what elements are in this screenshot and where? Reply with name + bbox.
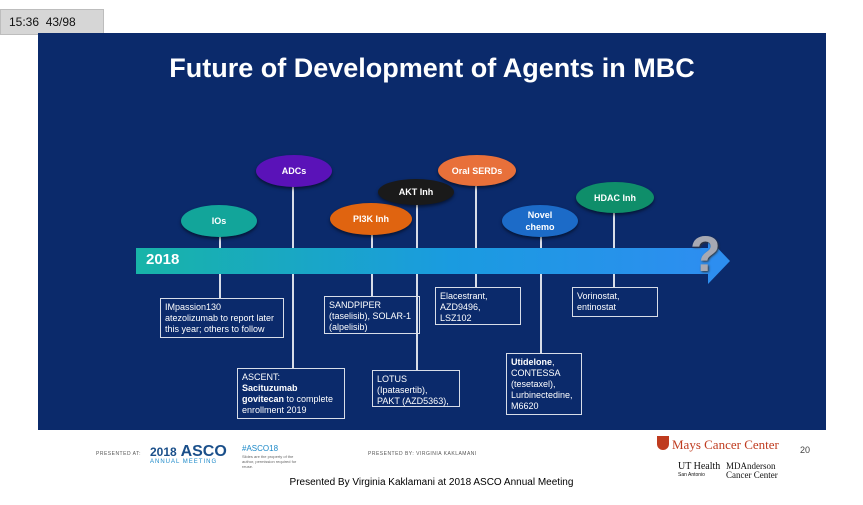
info-box-ios: IMpassion130 atezolizumab to report late… [160,298,284,338]
agent-pill-oral-serds: Oral SERDs [438,155,516,186]
status-bar: 15:36 43/98 [0,9,104,35]
presenter-caption: Presented By Virginia Kaklamani at 2018 … [289,477,574,488]
box-line: atezolizumab to report later [165,313,275,323]
san-antonio-label: San Antonio [678,472,705,478]
hashtag-note: Slides are the property of the author, p… [242,454,297,469]
presented-by-label: PRESENTED BY: VIRGINIA KAKLAMANI [368,451,477,457]
box-line: Lurbinectedine, [511,390,573,400]
box-line: to complete [284,394,334,404]
box-line: ASCENT: [242,372,281,382]
box-line: Elacestrant, [440,291,488,301]
connector-adcs [292,186,294,368]
status-time: 15:36 [9,15,40,29]
info-box-hdac: Vorinostat, entinostat [572,287,658,317]
connector-akt [416,203,418,370]
box-line: this year; others to follow [165,324,265,334]
presented-at-label: PRESENTED AT: [96,451,142,457]
slide-footer: PRESENTED AT: 2018 ASCO ANNUAL MEETING #… [38,430,826,485]
box-line-bold: govitecan [242,394,285,404]
agent-label: HDAC Inh [594,192,636,203]
ut-health-logo: UT Health [678,461,721,472]
hashtag: #ASCO18 [242,444,279,453]
agent-label: PI3K Inh [352,214,389,224]
agent-pill-novel-chemo: Novel chemo [502,205,578,237]
agent-label: AKT Inh [398,187,434,197]
status-page-count: 43/98 [45,15,76,29]
box-line: CONTESSA [511,368,561,378]
mays-name: Mays Cancer Center [672,437,779,452]
box-line: IMpassion130 [165,302,222,312]
annual-meeting-label: ANNUAL MEETING [150,459,218,465]
agent-label: IOs [211,216,227,226]
connector-chemo [540,236,542,353]
slide-title: Future of Development of Agents in MBC [169,53,695,83]
agent-pill-pi3k: PI3K Inh [330,203,412,235]
asco-year: 2018 [150,445,177,459]
box-line-bold: Utidelone [511,357,553,367]
agent-label: ADCs [281,166,307,176]
info-box-novel-chemo: Utidelone, CONTESSA (tesetaxel), Lurbine… [506,353,582,415]
info-box-akt: LOTUS (Ipatasertib), PAKT (AZD5363), [372,370,460,407]
agent-label: Oral SERDs [451,165,503,176]
box-line: PAKT (AZD5363), [377,396,449,406]
info-box-oral-serds: Elacestrant, AZD9496, LSZ102 [435,287,521,325]
mays-shield-icon [657,436,669,450]
md-anderson-logo: MDAnderson [726,461,776,471]
timeline-year: 2018 [146,251,180,268]
box-line: (taselisib), SOLAR-1 [329,311,412,321]
box-line: entinostat [577,302,617,312]
agent-pill-akt: AKT Inh [378,179,454,205]
box-line: M6620 [511,401,539,411]
box-line: (Ipatasertib), [377,385,428,395]
agent-pill-adcs: ADCs [256,155,332,187]
box-line: (tesetaxel), [511,379,556,389]
agent-pill-hdac: HDAC Inh [576,182,654,213]
box-line: SANDPIPER [329,300,382,310]
info-box-pi3k: SANDPIPER (taselisib), SOLAR-1 (alpelisi… [324,296,420,334]
box-line: , [552,357,555,367]
agent-pill-ios: IOs [181,205,257,237]
asco-logo: 2018 ASCO [150,443,227,461]
slide: Future of Development of Agents in MBC 2… [38,33,826,430]
mays-cancer-center-logo: Mays Cancer Center [672,437,779,453]
box-line-bold: Sacituzumab [242,383,298,393]
agent-label: Novel chemo [525,210,555,232]
md-anderson-cancer-center: Cancer Center [726,470,778,480]
slide-page-number: 20 [800,445,811,455]
timeline-arrowhead [708,238,730,284]
timeline-bar: 2018 [136,248,708,274]
box-line: LSZ102 [440,313,472,323]
asco-name: ASCO [180,443,227,460]
box-line: (alpelisib) [329,322,368,332]
question-mark-icon: ? [690,226,721,282]
box-line: AZD9496, [440,302,481,312]
box-line: Vorinostat, [577,291,620,301]
info-box-adcs: ASCENT: Sacituzumab govitecan to complet… [237,368,345,419]
box-line: enrollment 2019 [242,405,307,415]
box-line: LOTUS [377,374,408,384]
connector-serds [475,186,477,287]
